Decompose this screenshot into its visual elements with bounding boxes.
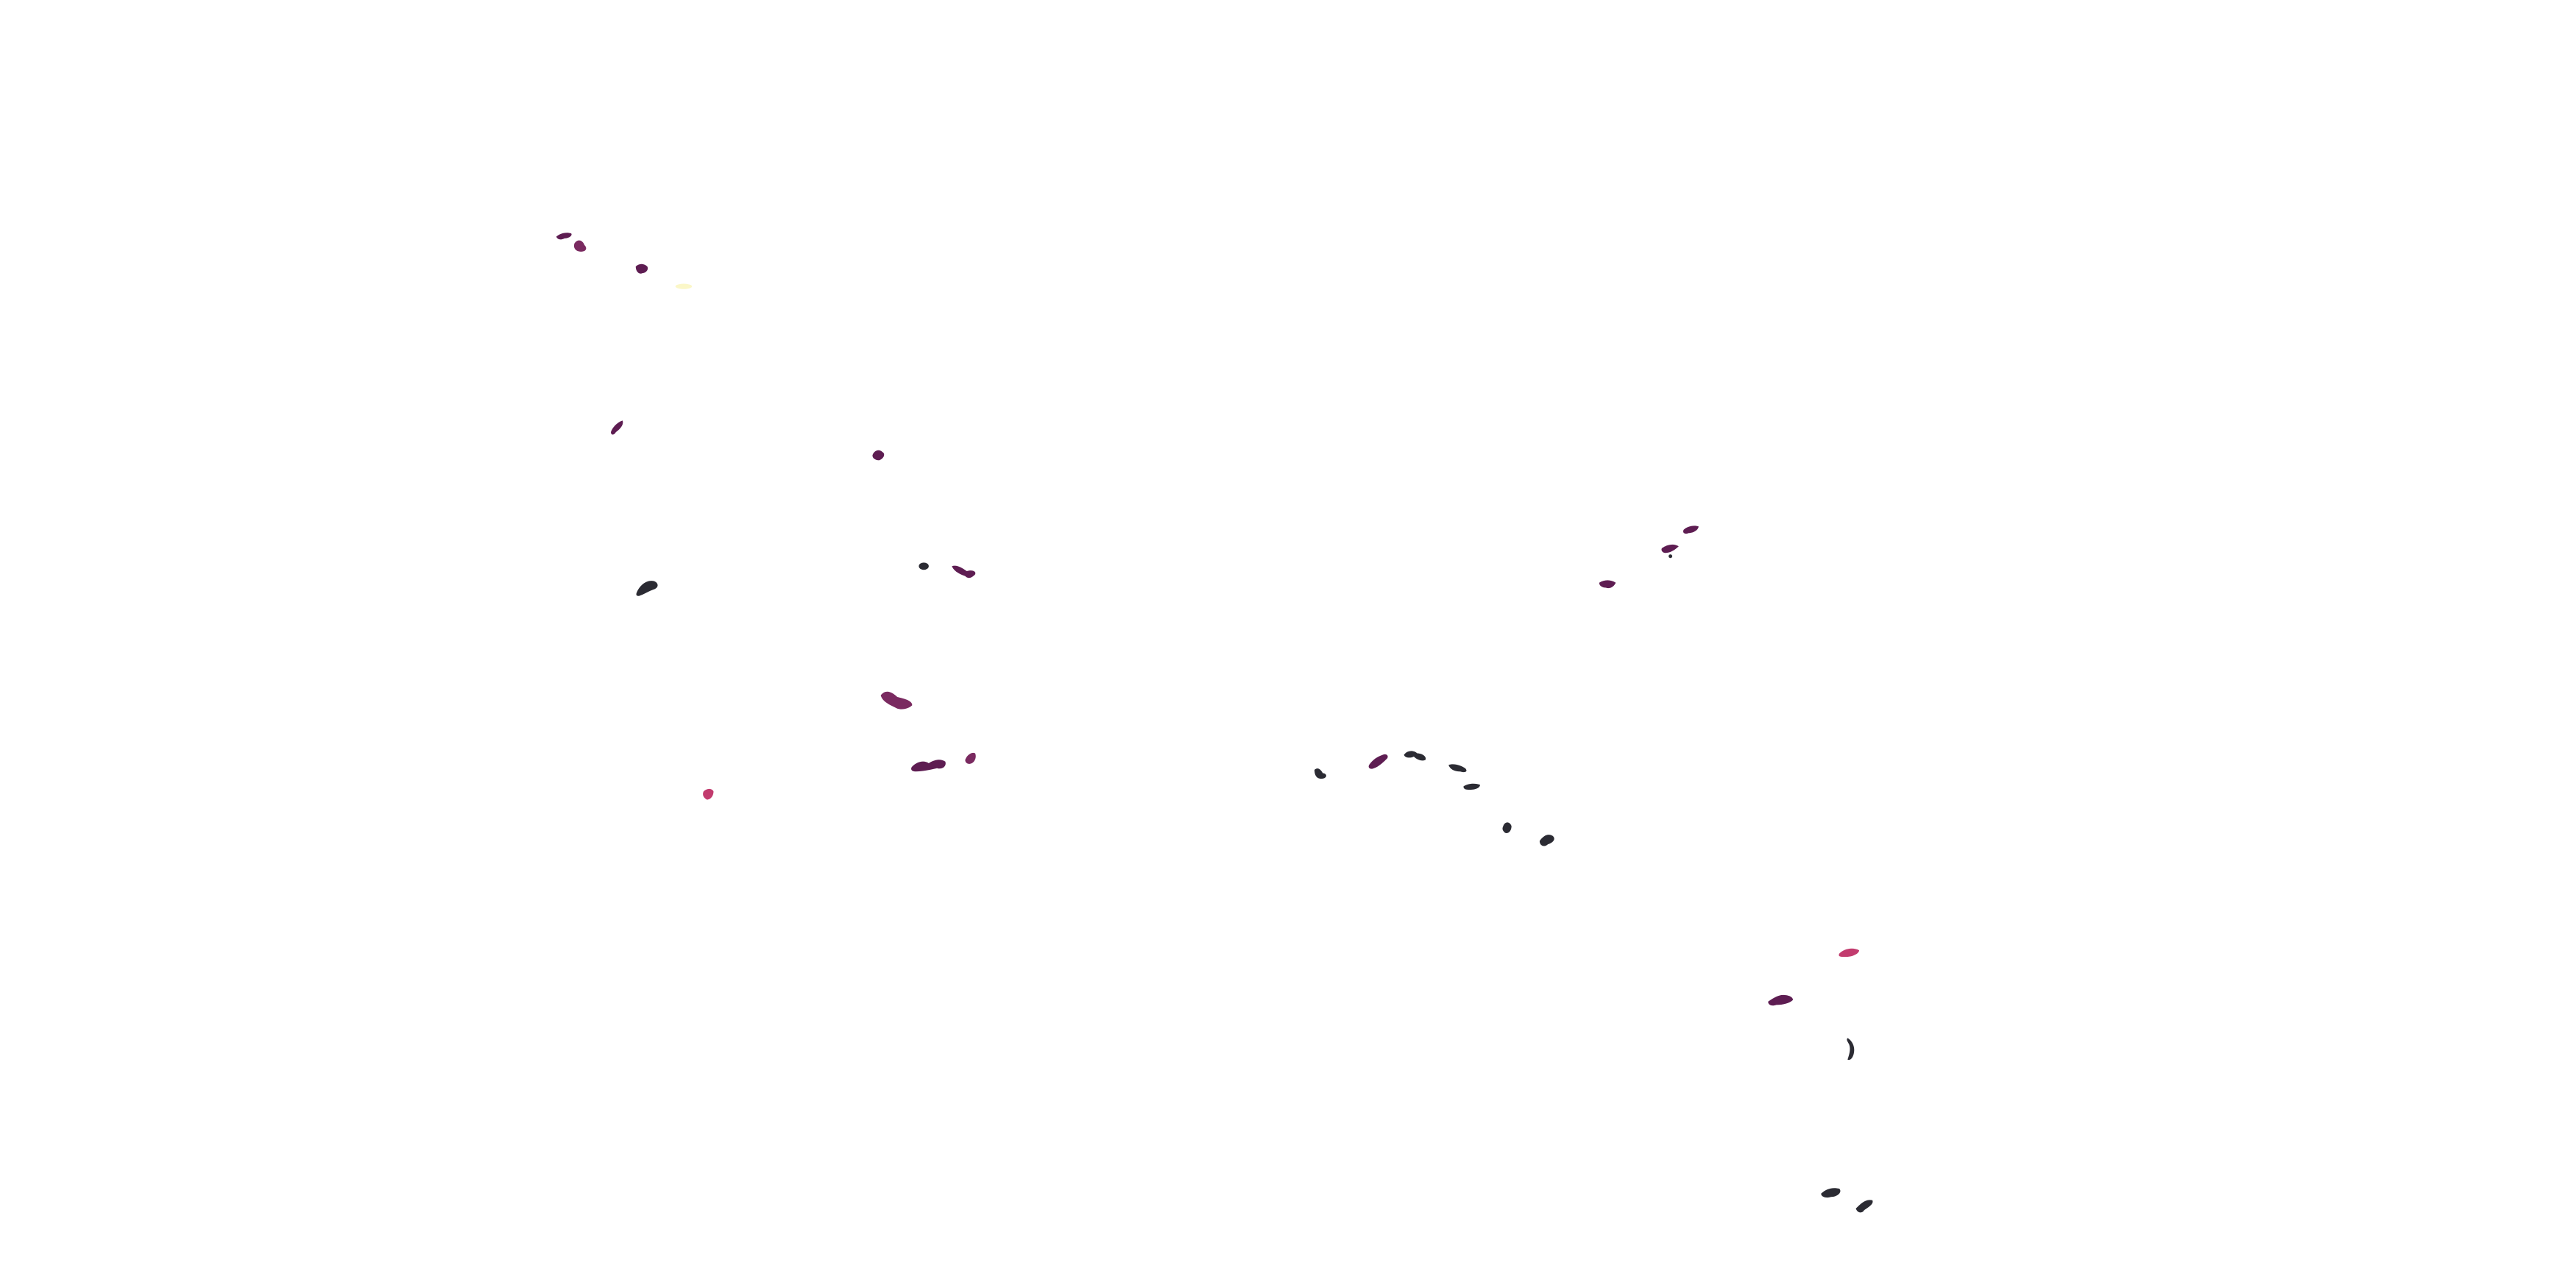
cluster-east xyxy=(1599,526,1699,589)
map-feature xyxy=(635,263,648,274)
map-feature xyxy=(556,233,572,240)
map-feature xyxy=(1682,526,1699,534)
map-feature xyxy=(1314,768,1326,779)
map-feature xyxy=(1448,764,1467,773)
map-feature xyxy=(636,581,658,596)
map-feature xyxy=(611,420,623,435)
map-feature xyxy=(965,752,976,764)
map-feature xyxy=(1847,1038,1855,1061)
map-feature xyxy=(1599,580,1616,589)
map-feature xyxy=(1368,754,1388,769)
map-feature xyxy=(880,691,913,710)
map-feature xyxy=(573,240,587,252)
map-feature xyxy=(1768,994,1794,1006)
map-feature xyxy=(919,562,929,570)
map-feature xyxy=(1669,554,1673,559)
map-feature xyxy=(872,450,885,461)
cluster-west xyxy=(636,450,976,596)
cluster-southwest xyxy=(703,691,976,800)
map-feature xyxy=(1661,544,1679,553)
map-feature xyxy=(1502,822,1512,834)
cluster-southeast xyxy=(1768,948,1873,1213)
map-feature xyxy=(1839,948,1860,958)
map-feature xyxy=(1404,751,1426,761)
map-feature xyxy=(1821,1188,1841,1198)
map-feature xyxy=(1539,835,1554,846)
map-feature xyxy=(911,760,946,772)
cluster-central xyxy=(1314,751,1554,846)
map-feature xyxy=(952,565,976,578)
map-feature xyxy=(1855,1200,1873,1213)
map-feature xyxy=(703,788,714,800)
map-feature xyxy=(675,283,693,289)
cluster-northwest xyxy=(556,233,693,435)
map-feature xyxy=(1463,783,1480,790)
